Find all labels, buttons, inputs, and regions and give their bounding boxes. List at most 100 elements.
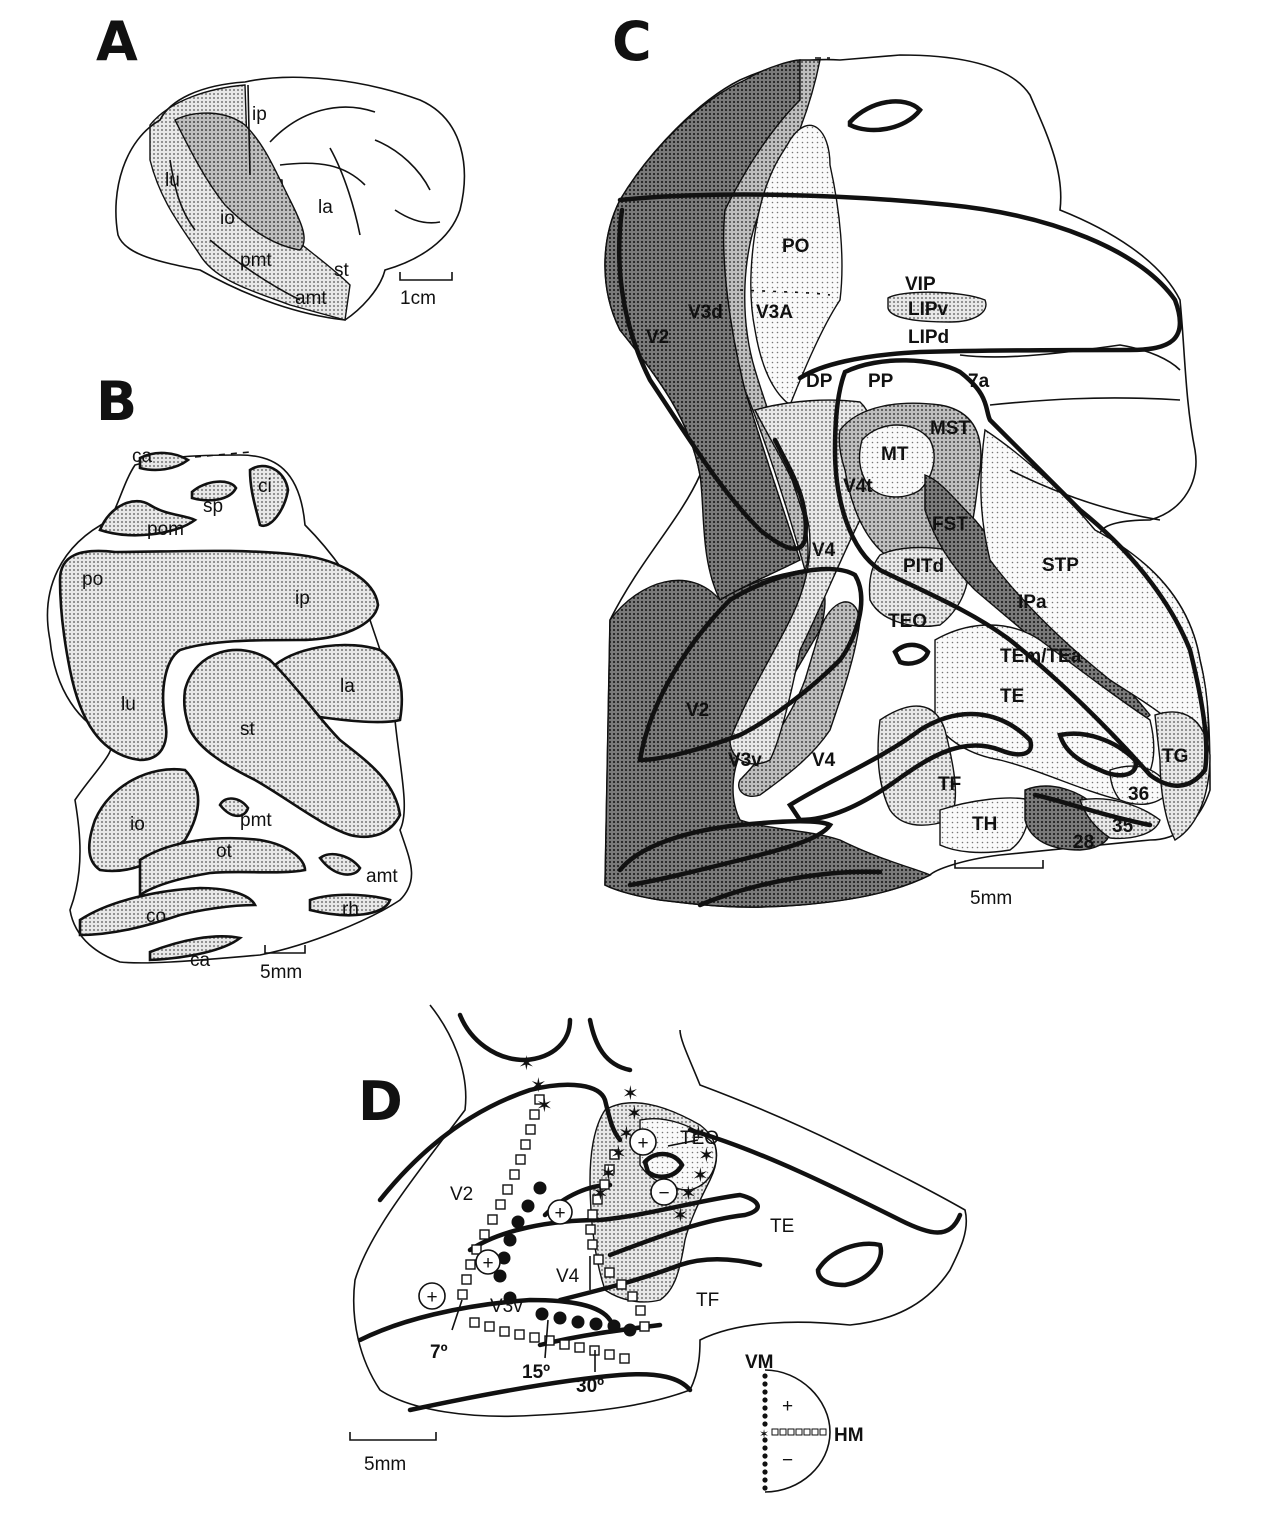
d-legend-hm: HM bbox=[834, 1425, 864, 1446]
a-sulcus-ip bbox=[269, 106, 376, 143]
c-label-mst: MST bbox=[930, 418, 971, 439]
d-marker-plus-4: + bbox=[426, 1287, 437, 1308]
c-label-pitd: PITd bbox=[903, 556, 944, 577]
c-label-po: PO bbox=[782, 236, 809, 257]
c-label-v3v: V3v bbox=[728, 750, 762, 771]
b-sulcus-ca-bottom bbox=[148, 935, 243, 962]
c-thick-ip bbox=[617, 192, 1183, 381]
b-sulcus-ca-top bbox=[138, 451, 191, 472]
svg-text:✶: ✶ bbox=[592, 1181, 609, 1205]
a-label-ip: ip bbox=[252, 104, 267, 125]
c-thick-rh bbox=[1032, 792, 1153, 828]
b-sulcus-pom bbox=[98, 499, 198, 537]
d-vm-dots bbox=[493, 1181, 637, 1337]
c-label-lipv: LIPv bbox=[908, 299, 949, 320]
d-marker-minus: − bbox=[658, 1183, 669, 1204]
d-scale-bar bbox=[349, 1432, 437, 1441]
c-label-35: 35 bbox=[1112, 816, 1134, 837]
b-label-ip: ip bbox=[295, 588, 310, 609]
d-legend-vm: VM bbox=[745, 1352, 774, 1373]
c-label-v2-bottom: V2 bbox=[686, 700, 709, 721]
c-label-stp: STP bbox=[1042, 555, 1079, 576]
svg-text:✶: ✶ bbox=[518, 1051, 535, 1075]
b-sulcus-pmt bbox=[218, 797, 250, 818]
c-label-tem-tea: TEm/TEa bbox=[1000, 646, 1082, 667]
b-label-ca-bottom: ca bbox=[190, 950, 211, 971]
c-thick-ca bbox=[847, 99, 923, 133]
d-label-v4: V4 bbox=[556, 1266, 580, 1287]
d-legend-hm-squares bbox=[771, 1428, 827, 1436]
c-label-te: TE bbox=[1000, 686, 1024, 707]
b-sulcus-ot bbox=[138, 836, 307, 898]
c-thick-ot bbox=[786, 711, 1034, 823]
b-label-sp: sp bbox=[203, 496, 223, 517]
a-region-io bbox=[174, 112, 305, 251]
a-sulcus-ps bbox=[374, 139, 431, 191]
b-label-rh: rh bbox=[342, 899, 359, 920]
c-scale-bar bbox=[954, 860, 1044, 869]
c-label-36: 36 bbox=[1128, 784, 1149, 805]
svg-text:✶: ✶ bbox=[680, 1181, 697, 1205]
d-scale-label: 5mm bbox=[364, 1454, 406, 1475]
panel-d: D bbox=[349, 1004, 968, 1493]
a-sulcus-pmt bbox=[209, 239, 301, 301]
b-sulcus-st bbox=[182, 648, 402, 839]
b-label-la: la bbox=[340, 676, 355, 697]
c-scale-label: 5mm bbox=[970, 888, 1012, 909]
svg-text:✶: ✶ bbox=[610, 1141, 627, 1165]
svg-text:✶: ✶ bbox=[600, 1161, 617, 1185]
b-label-ci: ci bbox=[258, 476, 272, 497]
d-thick-te-upper bbox=[687, 1127, 963, 1235]
d-thick-middle-2 bbox=[467, 1192, 760, 1258]
b-sulcus-rh bbox=[308, 893, 392, 917]
b-label-amt: amt bbox=[366, 866, 398, 887]
c-thick-amt bbox=[1057, 731, 1138, 778]
b-label-io: io bbox=[130, 814, 145, 835]
d-thick-v4 bbox=[557, 1256, 763, 1303]
d-legend-minus: − bbox=[782, 1450, 793, 1471]
b-label-ot: ot bbox=[216, 841, 233, 862]
d-label-7deg: 7º bbox=[430, 1342, 448, 1363]
c-label-tf: TF bbox=[938, 774, 961, 795]
d-hm-squares-v4 bbox=[585, 1149, 650, 1332]
d-leader-7 bbox=[451, 1299, 463, 1331]
d-thick-top-right bbox=[587, 1017, 633, 1073]
b-sulcus-po-ip bbox=[58, 549, 380, 762]
c-label-28: 28 bbox=[1073, 832, 1094, 853]
b-label-co: co bbox=[146, 906, 166, 927]
d-leader-teo bbox=[667, 1139, 699, 1147]
d-leader-15 bbox=[544, 1319, 549, 1359]
d-label-30deg: 30º bbox=[576, 1376, 604, 1397]
panel-a-letter: A bbox=[96, 10, 138, 73]
d-legend-plus: + bbox=[782, 1396, 793, 1417]
svg-text:✶: ✶ bbox=[698, 1143, 715, 1167]
svg-text:✶: ✶ bbox=[530, 1073, 547, 1097]
c-thick-bottom bbox=[697, 869, 883, 908]
d-marker-plus-2: + bbox=[554, 1203, 565, 1224]
d-legend-arc bbox=[764, 1369, 831, 1493]
d-legend-vm-dots bbox=[762, 1373, 768, 1491]
a-label-amt: amt bbox=[295, 288, 327, 309]
d-thick-ellipse bbox=[815, 1241, 884, 1288]
c-region-mt bbox=[858, 424, 935, 498]
a-label-st: st bbox=[334, 260, 350, 281]
a-sulcus-lu bbox=[169, 159, 196, 231]
a-scale-bar bbox=[399, 272, 453, 281]
d-thick-upper bbox=[377, 1082, 623, 1203]
d-legend: ✶ VM HM + − bbox=[745, 1352, 864, 1493]
c-label-lipd: LIPd bbox=[908, 327, 949, 348]
d-label-tf: TF bbox=[696, 1290, 719, 1311]
panel-c-letter: C bbox=[612, 10, 652, 73]
a-sulcus-arc bbox=[394, 209, 441, 224]
b-sulcus-co bbox=[78, 886, 258, 937]
svg-text:✶: ✶ bbox=[536, 1093, 553, 1117]
d-legend-star: ✶ bbox=[759, 1427, 769, 1441]
a-label-io: io bbox=[220, 208, 235, 229]
d-marker-plus-3: + bbox=[482, 1253, 493, 1274]
d-star-markers: ✶ ✶ ✶ ✶ ✶ ✶ ✶ ✶ ✶ ✶ ✶ ✶ ✶ ✶ bbox=[518, 1051, 715, 1227]
c-region-th bbox=[939, 797, 1031, 854]
d-outline bbox=[352, 1004, 968, 1418]
d-label-te: TE bbox=[770, 1216, 794, 1237]
c-label-v3a: V3A bbox=[756, 302, 793, 323]
c-thick-co bbox=[617, 819, 834, 888]
